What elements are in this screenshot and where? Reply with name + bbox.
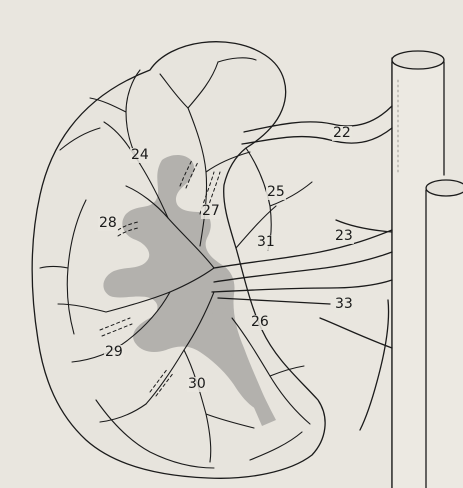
label-29: 29 <box>104 345 124 360</box>
label-31: 31 <box>256 235 276 250</box>
label-26: 26 <box>250 315 270 330</box>
label-24: 24 <box>130 148 150 163</box>
vena-cava-vessel <box>426 180 463 488</box>
label-30: 30 <box>187 377 207 392</box>
label-23: 23 <box>334 229 354 244</box>
label-25: 25 <box>266 185 286 200</box>
label-28: 28 <box>98 216 118 231</box>
label-27: 27 <box>201 204 221 219</box>
label-22: 22 <box>332 126 352 141</box>
label-33: 33 <box>334 297 354 312</box>
